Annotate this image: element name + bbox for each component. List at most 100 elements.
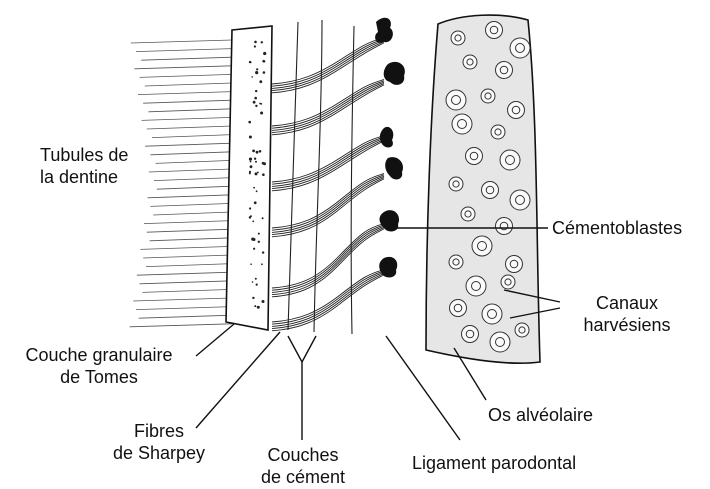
sharpey-fibre bbox=[272, 38, 384, 84]
tubule-line bbox=[137, 272, 232, 275]
tubule-line bbox=[148, 195, 232, 198]
tubule-line bbox=[130, 324, 232, 327]
granule bbox=[263, 71, 266, 74]
haversian-canal-core bbox=[485, 93, 491, 99]
haversian-canal-core bbox=[458, 120, 467, 129]
tubule-line bbox=[147, 126, 232, 129]
haversian-canal-core bbox=[510, 260, 518, 268]
haversian-canal-core bbox=[496, 338, 505, 347]
label-haversian-canals-line2: harvésiens bbox=[572, 314, 682, 336]
granule bbox=[249, 207, 251, 209]
tubule-line bbox=[142, 289, 232, 292]
tubule-line bbox=[146, 264, 232, 267]
sharpey-fibre bbox=[272, 136, 384, 182]
granule bbox=[262, 251, 264, 253]
granule bbox=[253, 101, 256, 104]
tubule-line bbox=[154, 178, 232, 181]
haversian-canal-core bbox=[452, 96, 461, 105]
granule bbox=[256, 151, 259, 154]
tubule-line bbox=[144, 221, 232, 224]
tubule-line bbox=[140, 246, 232, 249]
haversian-canal-core bbox=[516, 196, 525, 205]
sharpey-fibre bbox=[272, 137, 384, 184]
granule bbox=[253, 187, 255, 189]
granule bbox=[256, 284, 258, 286]
tubule-line bbox=[150, 238, 232, 241]
label-granular-layer-line1: Couche granulaire bbox=[8, 344, 190, 366]
tubule-line bbox=[143, 255, 232, 258]
tubule-line bbox=[157, 186, 232, 189]
label-cementoblasts: Cémentoblastes bbox=[552, 217, 682, 239]
granule bbox=[252, 150, 255, 153]
granule bbox=[254, 97, 257, 100]
haversian-canal-core bbox=[490, 26, 498, 34]
granule bbox=[254, 158, 256, 160]
granule bbox=[255, 161, 257, 163]
granule bbox=[254, 201, 257, 204]
granule bbox=[250, 165, 253, 168]
granule bbox=[257, 172, 259, 174]
sharpey-fibre bbox=[272, 40, 384, 88]
haversian-canal-core bbox=[512, 106, 520, 114]
tubule-line bbox=[150, 152, 232, 155]
granule bbox=[255, 105, 257, 107]
granule bbox=[263, 61, 265, 63]
granule bbox=[254, 45, 256, 47]
tubule-line bbox=[136, 307, 232, 310]
granule bbox=[258, 241, 260, 243]
granule bbox=[253, 238, 256, 241]
tubule-line bbox=[131, 40, 232, 43]
label-sharpey-fibres: Fibres de Sharpey bbox=[104, 420, 214, 464]
granule bbox=[250, 215, 252, 217]
granule bbox=[258, 233, 260, 235]
haversian-canal-core bbox=[516, 44, 525, 53]
sharpey-fibre bbox=[272, 138, 384, 186]
granule bbox=[255, 71, 258, 74]
granule bbox=[262, 173, 265, 176]
label-cement-layers-line1: Couches bbox=[248, 444, 358, 466]
haversian-canal-core bbox=[505, 279, 511, 285]
tubule-line bbox=[149, 169, 232, 172]
tubule-line bbox=[141, 57, 232, 60]
tubule-line bbox=[148, 109, 232, 112]
tubule-line bbox=[143, 100, 232, 103]
haversian-canal-core bbox=[455, 35, 461, 41]
granule bbox=[250, 62, 252, 64]
tubule-line bbox=[147, 229, 232, 232]
tubule-line bbox=[140, 281, 232, 284]
sharpey-fibre bbox=[272, 42, 384, 91]
sharpey-fibre bbox=[272, 82, 384, 130]
tubule-line bbox=[142, 117, 232, 120]
tubule-line bbox=[153, 212, 232, 215]
granule bbox=[261, 263, 263, 265]
haversian-canal-core bbox=[454, 304, 462, 312]
tubule-line bbox=[152, 135, 232, 138]
granule bbox=[263, 52, 266, 55]
tubule-line bbox=[138, 92, 232, 95]
haversian-canal-core bbox=[488, 310, 497, 319]
alveolar-bone bbox=[426, 15, 540, 363]
granule bbox=[249, 158, 252, 161]
label-dentinal-tubules: Tubules de la dentine bbox=[40, 144, 128, 188]
label-dentinal-tubules-line1: Tubules de bbox=[40, 144, 128, 166]
granule bbox=[252, 297, 254, 299]
haversian-canal-core bbox=[478, 242, 487, 251]
granule bbox=[252, 221, 254, 223]
haversian-canal-core bbox=[519, 327, 525, 333]
tubule-line bbox=[156, 160, 232, 163]
label-haversian-canals: Canaux harvésiens bbox=[572, 292, 682, 336]
granule bbox=[253, 248, 255, 250]
granule bbox=[254, 305, 256, 307]
granule bbox=[256, 190, 258, 192]
haversian-canal-core bbox=[467, 59, 473, 65]
granule bbox=[248, 121, 251, 124]
cement-layer-lines bbox=[288, 20, 354, 334]
granule bbox=[255, 90, 257, 92]
label-sharpey-fibres-line2: de Sharpey bbox=[104, 442, 214, 464]
haversian-canal-core bbox=[495, 129, 501, 135]
haversian-canal-core bbox=[453, 181, 459, 187]
label-sharpey-fibres-line1: Fibres bbox=[104, 420, 214, 442]
granule bbox=[262, 300, 265, 303]
haversian-canal-core bbox=[506, 156, 515, 165]
tubule-line bbox=[145, 83, 232, 86]
